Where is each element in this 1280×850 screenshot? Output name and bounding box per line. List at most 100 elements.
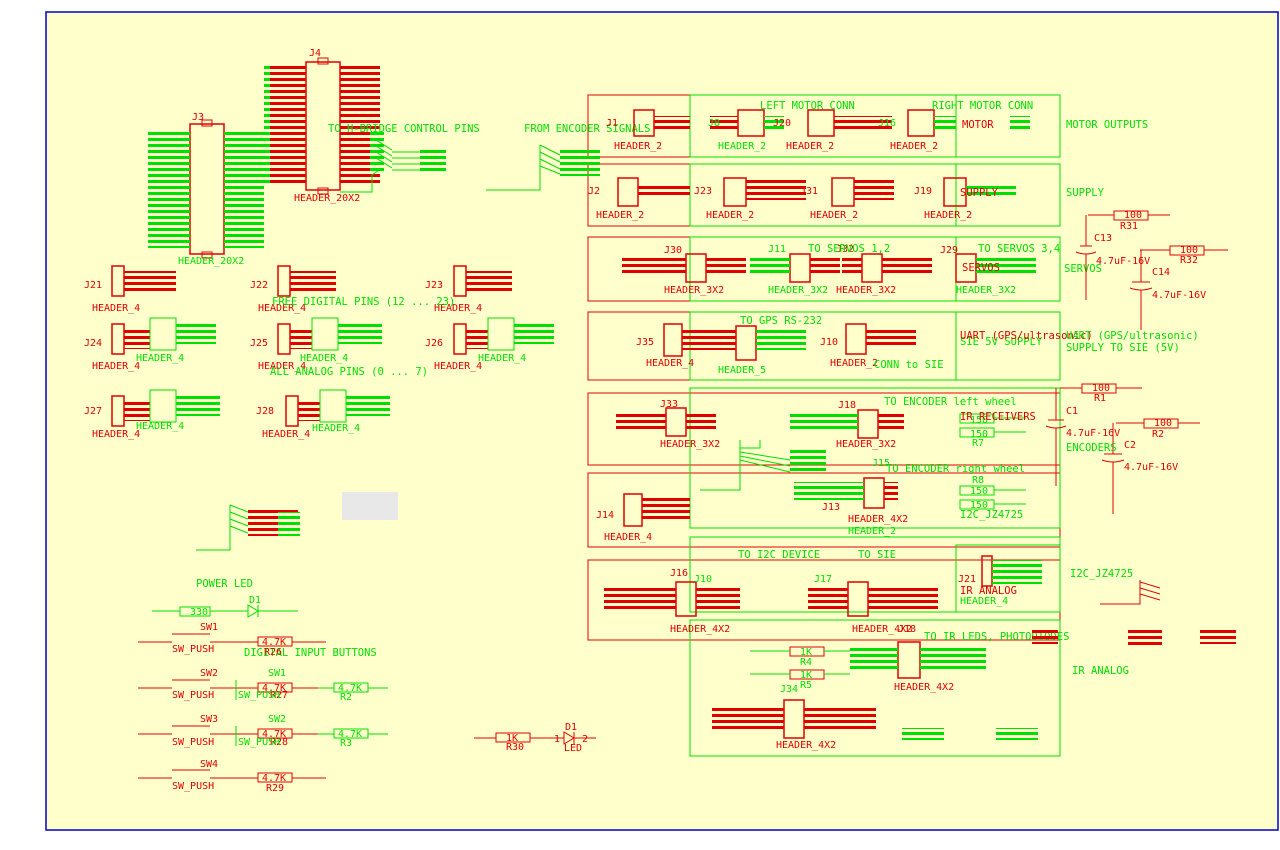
ref-r7: R7 bbox=[972, 438, 984, 449]
value-r3: 4.7K bbox=[338, 729, 362, 740]
ref-j29: J29 bbox=[940, 245, 958, 256]
ref-r3: R3 bbox=[340, 738, 352, 749]
motor-row: J1 HEADER_2 J8 HEADER_2 J20 HEADER_2 J16… bbox=[606, 100, 1148, 152]
ref-j23: J23 bbox=[425, 280, 443, 291]
ref-sw3: SW3 bbox=[200, 714, 218, 725]
label-left-motor: LEFT MOTOR CONN bbox=[760, 100, 855, 112]
ref-j21b: J21 bbox=[958, 574, 976, 585]
connector-j3: J3 HEADER_20X2 bbox=[148, 112, 264, 267]
ref-j30: J30 bbox=[664, 245, 682, 256]
value-r7b: 150 bbox=[970, 429, 988, 440]
ref-r32: R32 bbox=[1180, 255, 1198, 266]
ref-r1: R1 bbox=[1094, 393, 1106, 404]
ref-c1: C1 bbox=[1066, 406, 1078, 417]
type-j21: HEADER_4 bbox=[92, 303, 140, 314]
ref-j2: J2 bbox=[588, 186, 600, 197]
supply-row: J2 HEADER_2 J23 HEADER_2 J31 HEADER_2 J1… bbox=[588, 177, 1105, 221]
encoder-right-row: J14 HEADER_4 J15 J13 HEADER_4X2 HEADER_2… bbox=[596, 440, 1026, 543]
type-j23: HEADER_4 bbox=[434, 303, 482, 314]
value-r31: 100 bbox=[1124, 210, 1142, 221]
ref-r29: R29 bbox=[266, 783, 284, 794]
encoder-signals-net: FROM ENCODER SIGNALS bbox=[486, 123, 650, 191]
uart-row: J35 HEADER_4 HEADER_5 J10 HEADER_2 TO GP… bbox=[636, 315, 1199, 376]
connector-j4: J4 HEADER_20X2 bbox=[264, 48, 446, 204]
label-supply-right: SUPPLY bbox=[1066, 187, 1105, 199]
type-sw1b: SW_PUSH bbox=[238, 690, 280, 701]
r30-led: 1K R30 D1 LED 1 2 bbox=[474, 722, 596, 754]
type-j2: HEADER_2 bbox=[596, 210, 644, 221]
type-j25b: HEADER_4 bbox=[300, 353, 348, 364]
ref-c14: C14 bbox=[1152, 267, 1170, 278]
value-r8a: 150 bbox=[970, 486, 988, 497]
type-j13b: HEADER_2 bbox=[848, 526, 896, 537]
label-encoders: ENCODERS bbox=[1066, 442, 1117, 454]
type-j16: HEADER_2 bbox=[890, 141, 938, 152]
label-ir-analog-right: IR ANALOG bbox=[1072, 665, 1129, 677]
label-i2c-dev: TO I2C DEVICE bbox=[738, 549, 820, 561]
label-gps: TO GPS RS-232 bbox=[740, 315, 822, 327]
pin-2: 2 bbox=[582, 734, 588, 745]
type-j32: HEADER_3X2 bbox=[836, 285, 896, 296]
ref-j35: J35 bbox=[636, 337, 654, 348]
value-r29: 4.7K bbox=[262, 773, 286, 784]
ref-sw1: SW1 bbox=[200, 622, 218, 633]
label-supply: SUPPLY bbox=[960, 187, 999, 199]
ref-j10: J10 bbox=[820, 337, 838, 348]
ref-j16: J16 bbox=[878, 118, 896, 129]
label-servos-12: TO SERVOS 1,2 bbox=[808, 243, 890, 255]
label-servos-right: SERVOS bbox=[1064, 263, 1102, 275]
type-j31: HEADER_2 bbox=[810, 210, 858, 221]
ref-r2: R2 bbox=[1152, 429, 1164, 440]
ref-j13: J13 bbox=[822, 502, 840, 513]
type-j20: HEADER_2 bbox=[786, 141, 834, 152]
ref-sw1b: SW1 bbox=[268, 668, 286, 679]
label-free-digital: FREE DIGITAL PINS (12 ... 23) bbox=[272, 296, 455, 308]
label-sie5v: SIE 5V SUPPLY bbox=[960, 336, 1043, 348]
type-j4: HEADER_20X2 bbox=[294, 193, 360, 204]
type-j27b: HEADER_4 bbox=[136, 421, 184, 432]
label-ir-analog: IR ANALOG bbox=[960, 585, 1017, 597]
ref-j18: J18 bbox=[838, 400, 856, 411]
label-power-led: POWER LED bbox=[196, 578, 253, 590]
label-motor-outputs: MOTOR OUTPUTS bbox=[1066, 119, 1148, 131]
type-j28b: HEADER_4 bbox=[312, 423, 360, 434]
label-i2c-jz: I2C_JZ4725 bbox=[960, 509, 1023, 521]
label-uart: UART (GPS/ultrasonic) bbox=[960, 330, 1093, 342]
type-j18b: HEADER_4X2 bbox=[894, 682, 954, 693]
type-j11: HEADER_3X2 bbox=[768, 285, 828, 296]
ref-j27: J27 bbox=[84, 406, 102, 417]
ref-sw2: SW2 bbox=[200, 668, 218, 679]
servo-row: J30 HEADER_3X2 J11 HEADER_3X2 J32 HEADER… bbox=[622, 243, 1102, 296]
type-j17: HEADER_4X2 bbox=[852, 624, 912, 635]
ref-r2b: R2 bbox=[340, 692, 352, 703]
type-j26b: HEADER_4 bbox=[478, 353, 526, 364]
type-j13: HEADER_4X2 bbox=[848, 514, 908, 525]
value-r28: 4.7K bbox=[262, 729, 286, 740]
type-j26: HEADER_4 bbox=[434, 361, 482, 372]
label-motor: MOTOR bbox=[962, 119, 994, 131]
value-c13: 4.7uF-16V bbox=[1096, 256, 1150, 267]
ref-d1b: D1 bbox=[565, 722, 577, 733]
power-led: POWER LED 330 D1 bbox=[152, 578, 298, 618]
ref-r4: R4 bbox=[800, 657, 812, 668]
ref-j26: J26 bbox=[425, 338, 443, 349]
ref-j11: J11 bbox=[768, 244, 786, 255]
ref-j20: J20 bbox=[773, 118, 791, 129]
ref-j32: J32 bbox=[836, 244, 854, 255]
ref-d1: D1 bbox=[249, 595, 261, 606]
value-c1: 4.7uF-16V bbox=[1066, 428, 1120, 439]
type-j10: HEADER_2 bbox=[830, 358, 878, 369]
type-j33: HEADER_3X2 bbox=[660, 439, 720, 450]
label-supply-sie: SUPPLY TO SIE (5V) bbox=[1066, 342, 1180, 354]
ref-r5: R5 bbox=[800, 680, 812, 691]
label-to-sie: TO SIE bbox=[858, 549, 896, 561]
type-sw1: SW_PUSH bbox=[172, 644, 214, 655]
value-r26: 4.7K bbox=[262, 637, 286, 648]
label-enc-left: TO ENCODER left wheel bbox=[884, 396, 1017, 408]
ref-j16b: J16 bbox=[670, 568, 688, 579]
type-j24: HEADER_4 bbox=[92, 361, 140, 372]
value-r-power: 330 bbox=[190, 607, 208, 618]
pin-1: 1 bbox=[554, 734, 560, 745]
type-j14: HEADER_4 bbox=[604, 532, 652, 543]
type-sw2: SW_PUSH bbox=[172, 690, 214, 701]
